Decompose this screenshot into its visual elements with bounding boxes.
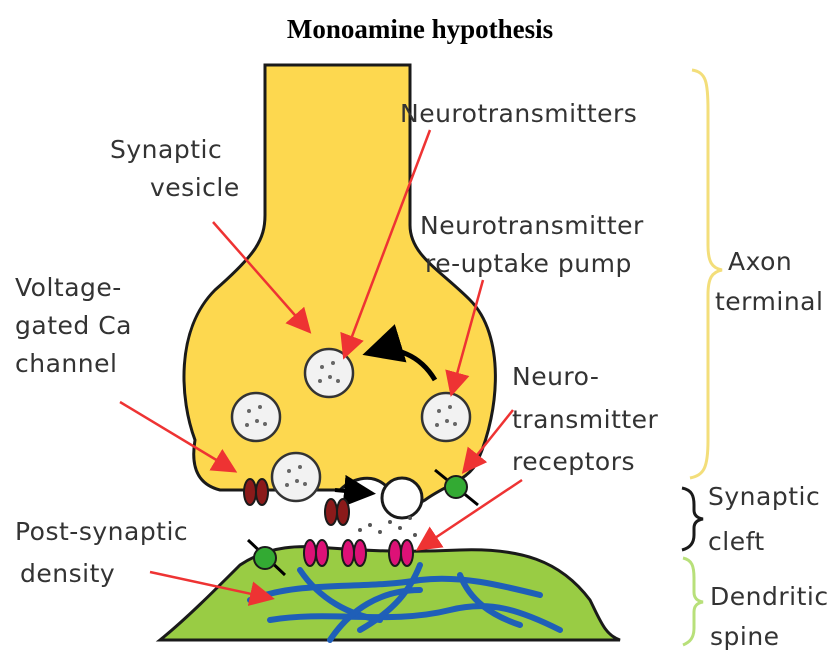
label-neurotransmitters: Neurotransmitters <box>400 99 637 128</box>
receptors <box>304 540 413 566</box>
cleft-transmitters <box>358 516 417 537</box>
label-dendritic-spine-1: Dendritic <box>710 582 829 611</box>
label-receptors-2: transmitter <box>512 405 659 434</box>
brace-dendritic-spine <box>683 558 703 645</box>
fusing-vesicle <box>382 478 422 518</box>
label-ca-channel-3: channel <box>15 349 117 378</box>
label-psd-2: density <box>20 559 115 588</box>
label-synaptic-cleft-1: Synaptic <box>708 482 820 511</box>
brace-axon-terminal <box>690 70 722 478</box>
label-synaptic-cleft-2: cleft <box>708 527 765 556</box>
release-arrow <box>335 490 368 493</box>
label-synaptic-vesicle-1: Synaptic <box>110 135 222 164</box>
label-receptors-3: receptors <box>512 447 635 476</box>
label-ca-channel-2: gated Ca <box>15 311 132 340</box>
label-dendritic-spine-2: spine <box>710 622 780 651</box>
label-psd-1: Post-synaptic <box>15 517 188 546</box>
brace-synaptic-cleft <box>682 488 703 550</box>
label-synaptic-vesicle-2: vesicle <box>150 173 240 202</box>
label-axon-terminal-1: Axon <box>728 247 792 276</box>
label-reuptake-2: re-uptake pump <box>425 249 632 278</box>
label-reuptake-1: Neurotransmitter <box>420 211 644 240</box>
label-ca-channel-1: Voltage- <box>15 273 122 302</box>
label-receptors-1: Neuro- <box>512 362 599 391</box>
label-axon-terminal-2: terminal <box>715 287 823 316</box>
